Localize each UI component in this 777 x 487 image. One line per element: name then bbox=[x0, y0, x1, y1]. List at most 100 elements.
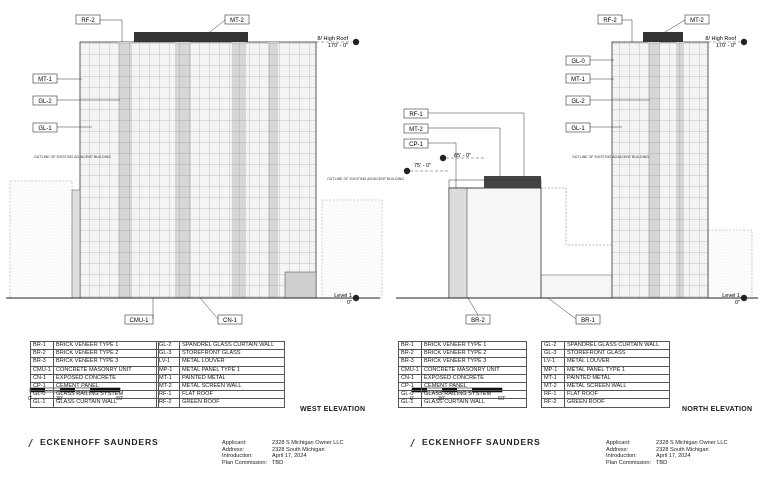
legend-code: RF-2 bbox=[156, 398, 180, 408]
north-level1-label: Level 1 bbox=[722, 293, 740, 299]
legend-code: MT-1 bbox=[541, 373, 565, 384]
legend-description: BRICK VENEER TYPE 3 bbox=[53, 357, 159, 367]
svg-text:MT-1: MT-1 bbox=[571, 77, 585, 83]
legend-description: GREEN ROOF bbox=[564, 398, 670, 408]
west-tag-gl2: GL-2 bbox=[32, 95, 120, 106]
west-scale-60: 60' bbox=[116, 396, 124, 402]
legend-description: METAL LOUVER bbox=[179, 357, 285, 367]
legend-description: GLASS RAILING SYSTEM bbox=[53, 390, 159, 400]
legend-description: STOREFRONT GLASS bbox=[179, 349, 285, 359]
firm-logo-west: ECKENHOFF SAUNDERS bbox=[28, 437, 159, 447]
north-scale-0: 0' bbox=[410, 396, 415, 402]
svg-text:BR-2: BR-2 bbox=[471, 318, 485, 324]
west-scale-30: 30' bbox=[56, 396, 64, 402]
applicant-value: 2328 S Michigan Owner LLC bbox=[656, 440, 728, 446]
address-label: Address: bbox=[606, 446, 629, 453]
legend-description: GLASS RAILING SYSTEM bbox=[421, 390, 527, 400]
legend-description: CEMENT PANEL bbox=[421, 382, 527, 392]
svg-text:GL-2: GL-2 bbox=[38, 99, 52, 105]
plan-commission-value: TBD bbox=[656, 459, 668, 466]
west-base-wall bbox=[284, 271, 317, 299]
legend-description: PAINTED METAL bbox=[564, 373, 670, 384]
legend-code: MT-2 bbox=[156, 382, 180, 392]
introduction-label: Introduction: bbox=[606, 453, 637, 460]
legend-description: FLAT ROOF bbox=[179, 390, 285, 400]
legend-description: BRICK VENEER TYPE 2 bbox=[53, 349, 159, 359]
north-tag-gl2: GL-2 bbox=[565, 95, 650, 106]
west-outline-note-right: OUTLINE OF EXISTING ADJACENT BUILDING bbox=[327, 177, 404, 181]
legend-code: RF-2 bbox=[541, 398, 565, 408]
svg-text:MT-1: MT-1 bbox=[38, 77, 52, 83]
north-project-info: Applicant:2328 S Michigan Owner LLC Addr… bbox=[606, 440, 728, 466]
legend-description: GLASS CURTAIN WALL bbox=[53, 398, 159, 408]
firm-mark-icon bbox=[410, 438, 419, 447]
west-adjacent-building-left bbox=[9, 180, 73, 299]
legend-description: METAL SCREEN WALL bbox=[564, 382, 670, 392]
west-elevation: 8/ High Roof 170' - 0" Level 1 0" RF-2 M… bbox=[6, 14, 404, 325]
legend-description: EXPOSED CONCRETE bbox=[53, 373, 159, 384]
firm-logo-north: ECKENHOFF SAUNDERS bbox=[410, 437, 541, 447]
legend-code: CN-1 bbox=[398, 373, 422, 384]
north-scale-60: 60' bbox=[498, 396, 506, 402]
legend-code: CP-1 bbox=[30, 382, 54, 392]
legend-code: GL-3 bbox=[541, 349, 565, 359]
north-tag-rf1: RF-1 bbox=[403, 108, 525, 176]
legend-code: BR-1 bbox=[30, 340, 54, 351]
legend-code: BR-3 bbox=[30, 357, 54, 367]
west-tag-rf2: RF-2 bbox=[75, 14, 123, 42]
north-tag-cp1: CP-1 bbox=[403, 138, 457, 188]
legend-description: BRICK VENEER TYPE 2 bbox=[421, 349, 527, 359]
address-value: 2328 South Michigan bbox=[656, 446, 709, 453]
applicant-label: Applicant: bbox=[222, 440, 247, 446]
north-level75-marker bbox=[403, 167, 411, 175]
svg-text:MT-2: MT-2 bbox=[690, 18, 704, 24]
svg-text:RF-2: RF-2 bbox=[81, 18, 95, 24]
north-tag-mt2b: MT-2 bbox=[403, 123, 501, 176]
north-tag-br1: BR-1 bbox=[547, 297, 601, 325]
north-tag-br2: BR-2 bbox=[465, 297, 491, 325]
svg-text:GL-1: GL-1 bbox=[38, 126, 52, 132]
plan-commission-value: TBD bbox=[272, 459, 284, 466]
west-high-roof-marker bbox=[352, 38, 360, 46]
north-tag-gl0: GL-0 bbox=[565, 55, 614, 66]
west-high-roof-elevation: 170' - 0" bbox=[328, 43, 348, 49]
legend-description: SPANDREL GLASS CURTAIN WALL bbox=[564, 340, 670, 351]
north-elevation-title: NORTH ELEVATION bbox=[682, 406, 753, 413]
firm-name-north: ECKENHOFF SAUNDERS bbox=[422, 437, 541, 447]
legend-code: GL-1 bbox=[30, 398, 54, 408]
legend-code: BR-2 bbox=[30, 349, 54, 359]
north-low-wall bbox=[540, 274, 613, 299]
legend-description: CEMENT PANEL bbox=[53, 382, 159, 392]
address-label: Address: bbox=[222, 446, 245, 453]
legend-description: SPANDREL GLASS CURTAIN WALL bbox=[179, 340, 285, 351]
north-scale-30: 30' bbox=[438, 396, 446, 402]
north-tag-mt1: MT-1 bbox=[565, 73, 614, 84]
legend-code: BR-3 bbox=[398, 357, 422, 367]
legend-code: MT-1 bbox=[156, 373, 180, 384]
legend-code: CMU-1 bbox=[398, 365, 422, 375]
legend-code: CMU-1 bbox=[30, 365, 54, 375]
legend-description: EXPOSED CONCRETE bbox=[421, 373, 527, 384]
west-level1-elevation: 0" bbox=[347, 300, 352, 306]
svg-text:GL-0: GL-0 bbox=[571, 59, 585, 65]
west-tag-gl1: GL-1 bbox=[32, 122, 92, 133]
legend-description: GLASS CURTAIN WALL bbox=[421, 398, 527, 408]
north-high-roof-label: 8/ High Roof bbox=[705, 36, 736, 42]
north-podium-screen bbox=[484, 176, 541, 188]
